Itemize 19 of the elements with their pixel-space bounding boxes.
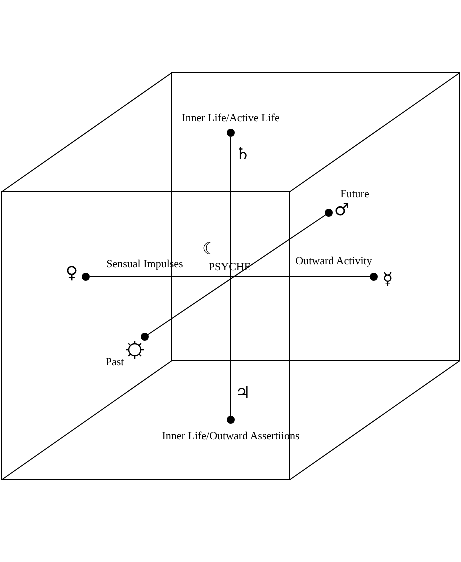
axis-line [148, 214, 326, 336]
dot-marker [227, 129, 235, 137]
axis-label: Future [340, 190, 370, 200]
planet-symbol: ♃ [235, 386, 251, 402]
planet-symbol: ♀ [66, 266, 78, 282]
planet-symbol: ☿ [382, 272, 394, 288]
axis-line [90, 276, 370, 278]
dot-marker [227, 416, 235, 424]
planet-symbol: ♄ [235, 146, 251, 164]
dot-marker [325, 209, 333, 217]
axis-line [230, 136, 232, 416]
planet-symbol: ☾ [202, 242, 218, 258]
axis-label: Inner Life/Active Life [182, 114, 280, 124]
dot-marker [82, 273, 90, 281]
dot-marker [141, 333, 149, 341]
dot-marker [370, 273, 378, 281]
axis-label: Past [106, 358, 124, 368]
planet-symbol: ♂ [334, 202, 350, 220]
axis-label: Outward Activity [296, 256, 372, 268]
